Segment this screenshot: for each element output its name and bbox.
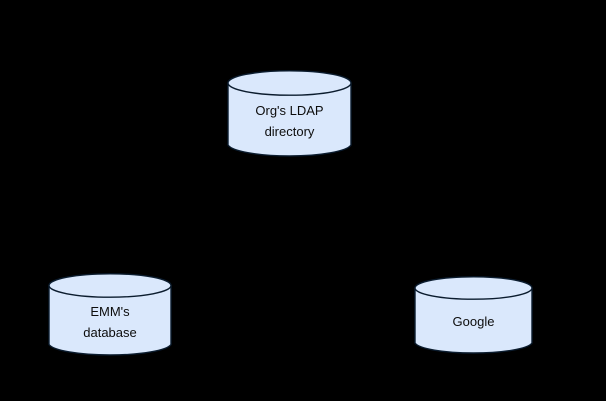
cylinder-shape [414,276,533,354]
cylinder-shape [48,273,172,356]
node-google[interactable]: Google [414,276,533,355]
node-emms-database[interactable]: EMM's database [48,273,172,357]
cylinder-shape [227,70,352,157]
node-org-ldap-directory[interactable]: Org's LDAP directory [227,70,352,158]
